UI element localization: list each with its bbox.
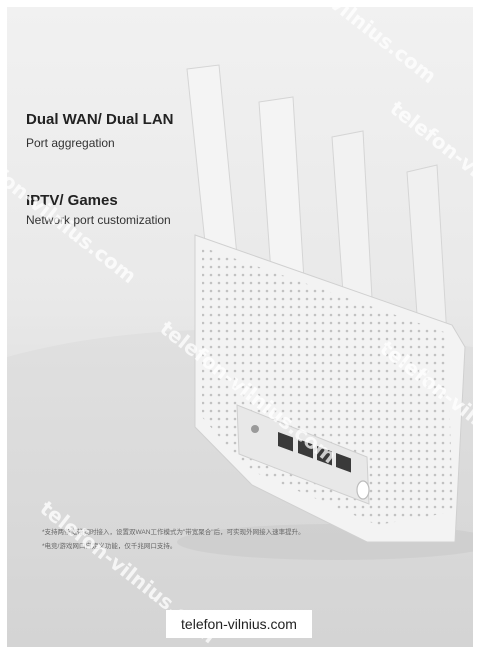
- ethernet-ports: [278, 431, 351, 473]
- router-illustration: [7, 64, 473, 647]
- reset-button: [251, 425, 259, 433]
- brand-label-plate: telefon-vilnius.com: [166, 610, 312, 638]
- headline-dual-wan: Dual WAN/ Dual LAN: [26, 111, 174, 128]
- subline-port-customization: Network port customization: [26, 213, 171, 227]
- brand-label: telefon-vilnius.com: [181, 616, 297, 632]
- footnote-dual-wan: *支持两条宽带同时接入，设置双WAN工作模式为"带宽聚合"后，可实现外网接入速率…: [42, 529, 305, 536]
- headline-iptv-games: IPTV/ Games: [26, 192, 118, 209]
- router-product-photo: Dual WAN/ Dual LAN Port aggregation IPTV…: [7, 7, 473, 647]
- router-body: [194, 234, 466, 543]
- subline-port-aggregation: Port aggregation: [26, 136, 115, 150]
- power-button: [356, 480, 370, 500]
- footnote-game-port: *电竞/游戏网口自定义功能，仅千兆网口支持。: [42, 543, 177, 550]
